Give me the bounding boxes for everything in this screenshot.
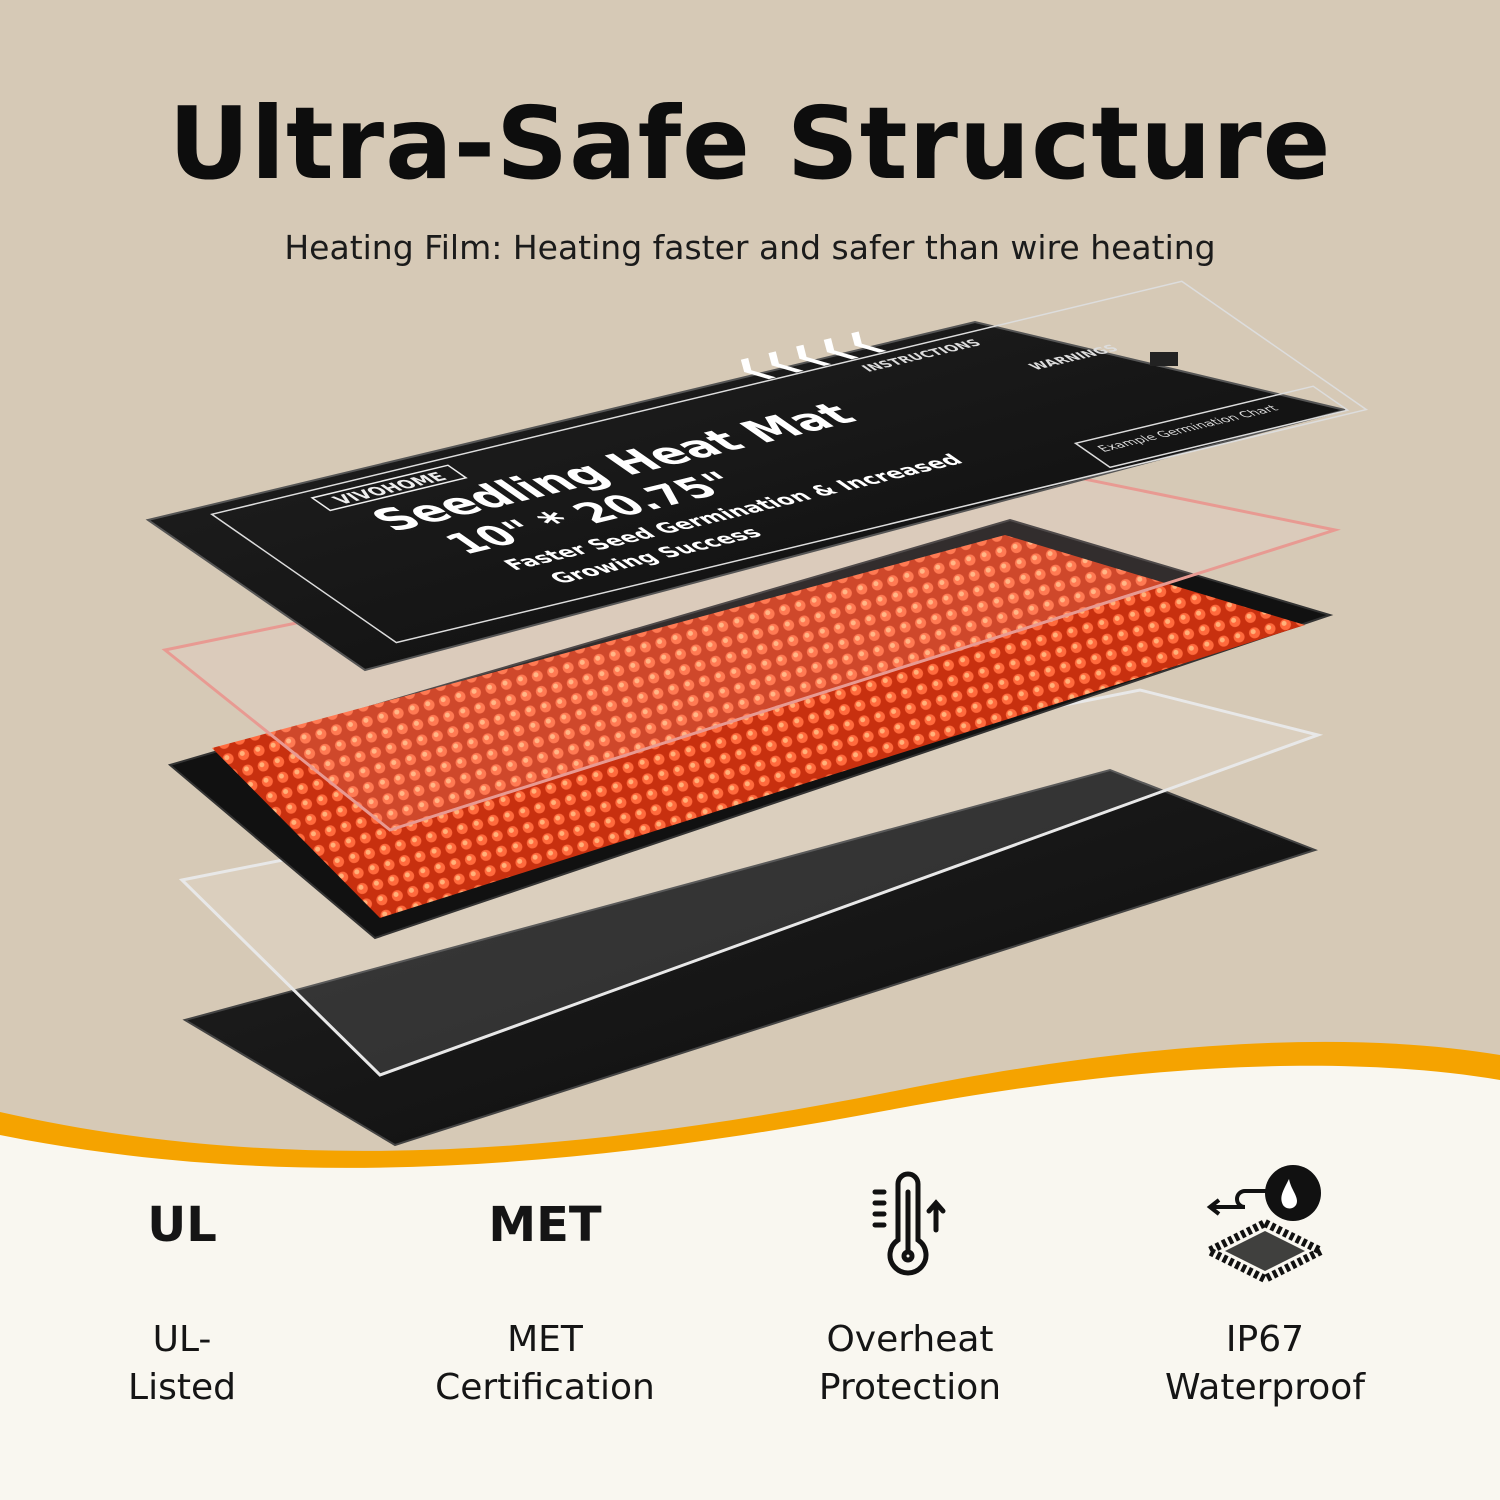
feature-ul-listed: UL UL- Listed [2, 1160, 362, 1412]
page-title: Ultra-Safe Structure [168, 85, 1332, 202]
met-mark: MET [488, 1197, 602, 1253]
footer-background [0, 1065, 1500, 1500]
top-mat-layer [145, 320, 1346, 672]
thermometer-up-icon [872, 1171, 946, 1276]
feature-label-line1: Overheat [826, 1319, 994, 1360]
feature-label-line1: IP67 [1225, 1319, 1305, 1360]
feature-label-line2: Protection [818, 1367, 1002, 1408]
feature-label-line2: Listed [128, 1367, 236, 1408]
page-subtitle: Heating Film: Heating faster and safer t… [284, 228, 1216, 267]
bottom-mat-layer [182, 768, 1318, 1147]
feature-label-line1: UL- [152, 1319, 212, 1360]
feature-label-line1: MET [507, 1319, 583, 1360]
ul-mark: UL [147, 1197, 217, 1253]
mat-connector [1150, 352, 1178, 366]
feature-label-line2: Waterproof [1164, 1367, 1365, 1408]
feature-met-certification: MET MET Certification [365, 1160, 725, 1412]
waterproof-mat-icon [1205, 1165, 1325, 1284]
feature-label-line2: Certification [435, 1367, 655, 1408]
heating-film-dots [212, 535, 1305, 918]
